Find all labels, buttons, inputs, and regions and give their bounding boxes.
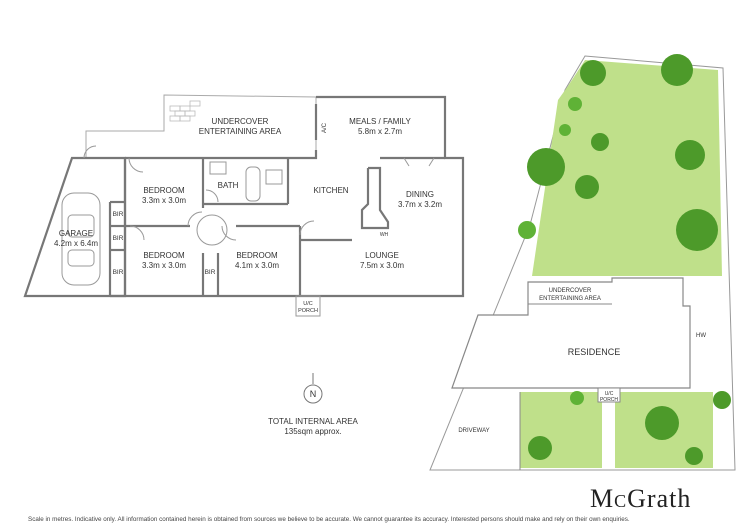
site-plan: UNDERCOVER ENTERTAINING AREA RESIDENCE H… [429, 54, 736, 471]
label-lounge-size: 7.5m x 3.0m [360, 261, 404, 270]
site-undercover-1: UNDERCOVER [549, 288, 592, 294]
mcgrath-logo: MCGrath [590, 484, 692, 513]
north-label: N [310, 389, 317, 399]
label-porch-2: PORCH [298, 308, 318, 314]
site-undercover-2: ENTERTAINING AREA [539, 296, 601, 302]
label-bir-1: BIR [113, 211, 124, 218]
label-undercover-2: ENTERTAINING AREA [199, 127, 282, 136]
bathtub [245, 166, 261, 202]
label-bedroom1-size: 3.3m x 3.0m [142, 196, 186, 205]
total-area-title: TOTAL INTERNAL AREA [268, 417, 358, 426]
car-icon [61, 192, 101, 286]
rear-lawn [532, 60, 722, 276]
label-meals-name: MEALS / FAMILY [349, 117, 411, 126]
label-bedroom3-name: BEDROOM [236, 251, 278, 260]
site-residence-label: RESIDENCE [568, 347, 621, 357]
disclaimer-text: Scale in metres. Indicative only. All in… [28, 516, 630, 523]
label-porch-1: U/C [303, 301, 313, 307]
label-bir-2: BIR [113, 235, 124, 242]
label-bedroom3-size: 4.1m x 3.0m [235, 261, 279, 270]
label-kitchen: KITCHEN [313, 186, 348, 195]
total-area-value: 135sqm approx. [284, 427, 341, 436]
label-garage-name: GARAGE [59, 229, 93, 238]
kitchen-bench [360, 166, 390, 230]
north-arrow-icon: N [303, 373, 323, 404]
label-bedroom1-name: BEDROOM [143, 186, 185, 195]
label-bath: BATH [218, 181, 239, 190]
site-porch-1: U/C [605, 391, 614, 397]
label-ac: A/C [322, 122, 328, 133]
label-dining-name: DINING [406, 190, 434, 199]
site-hw-label: HW [696, 333, 706, 339]
site-driveway-label: DRIVEWAY [458, 428, 489, 434]
label-bir-4: BIR [205, 269, 216, 276]
site-porch-2: PORCH [600, 397, 618, 403]
label-bedroom2-size: 3.3m x 3.0m [142, 261, 186, 270]
tree-icons [518, 54, 731, 465]
porch-box [295, 295, 321, 317]
label-undercover-1: UNDERCOVER [212, 117, 269, 126]
label-wh: WH [380, 232, 389, 238]
garage-outline [23, 156, 127, 298]
label-meals-size: 5.8m x 2.7m [358, 127, 402, 136]
paving-pattern [169, 100, 201, 122]
residence-footprint [451, 277, 691, 389]
label-dining-size: 3.7m x 3.2m [398, 200, 442, 209]
floor-plan: UNDERCOVER ENTERTAINING AREA MEALS / FAM… [23, 94, 465, 436]
house-outer-wall [110, 95, 465, 298]
label-bedroom2-name: BEDROOM [143, 251, 185, 260]
label-lounge-name: LOUNGE [365, 251, 399, 260]
label-garage-size: 4.2m x 6.4m [54, 239, 98, 248]
label-bir-3: BIR [113, 269, 124, 276]
